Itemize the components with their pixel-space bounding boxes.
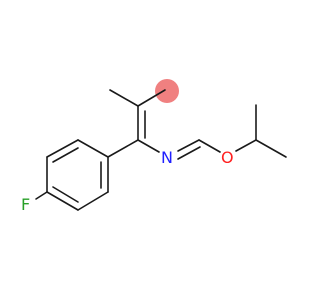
bond-isopropyl-right [255,139,287,158]
bond-ring-inner-1 [52,147,79,163]
atom-nitrogen-label: N [161,148,173,167]
molecule-structure-diagram: F N O [21,79,287,214]
atom-oxygen-label: O [221,148,234,167]
bond-oxygen-isopropyl [235,139,257,152]
bond-imine-outer [177,139,200,152]
bond-imine-inner [177,146,201,160]
bond-vinyl-ring [107,139,139,158]
atom-fluorine-label: F [21,195,30,214]
bond-vinyl-nitrogen [137,139,160,153]
bond-ring-5 [77,191,109,211]
bond-ring-4 [46,191,79,211]
bond-methyl-left [109,89,139,107]
bond-ring-fluorine [35,191,48,200]
bond-carbon-oxygen [198,139,221,153]
highlight-methyl-circle [155,79,179,103]
bond-ring-inner-2 [52,186,79,203]
bond-ring-2 [46,139,79,158]
bond-ring-1 [77,139,109,158]
bond-methyl-right [137,89,166,107]
